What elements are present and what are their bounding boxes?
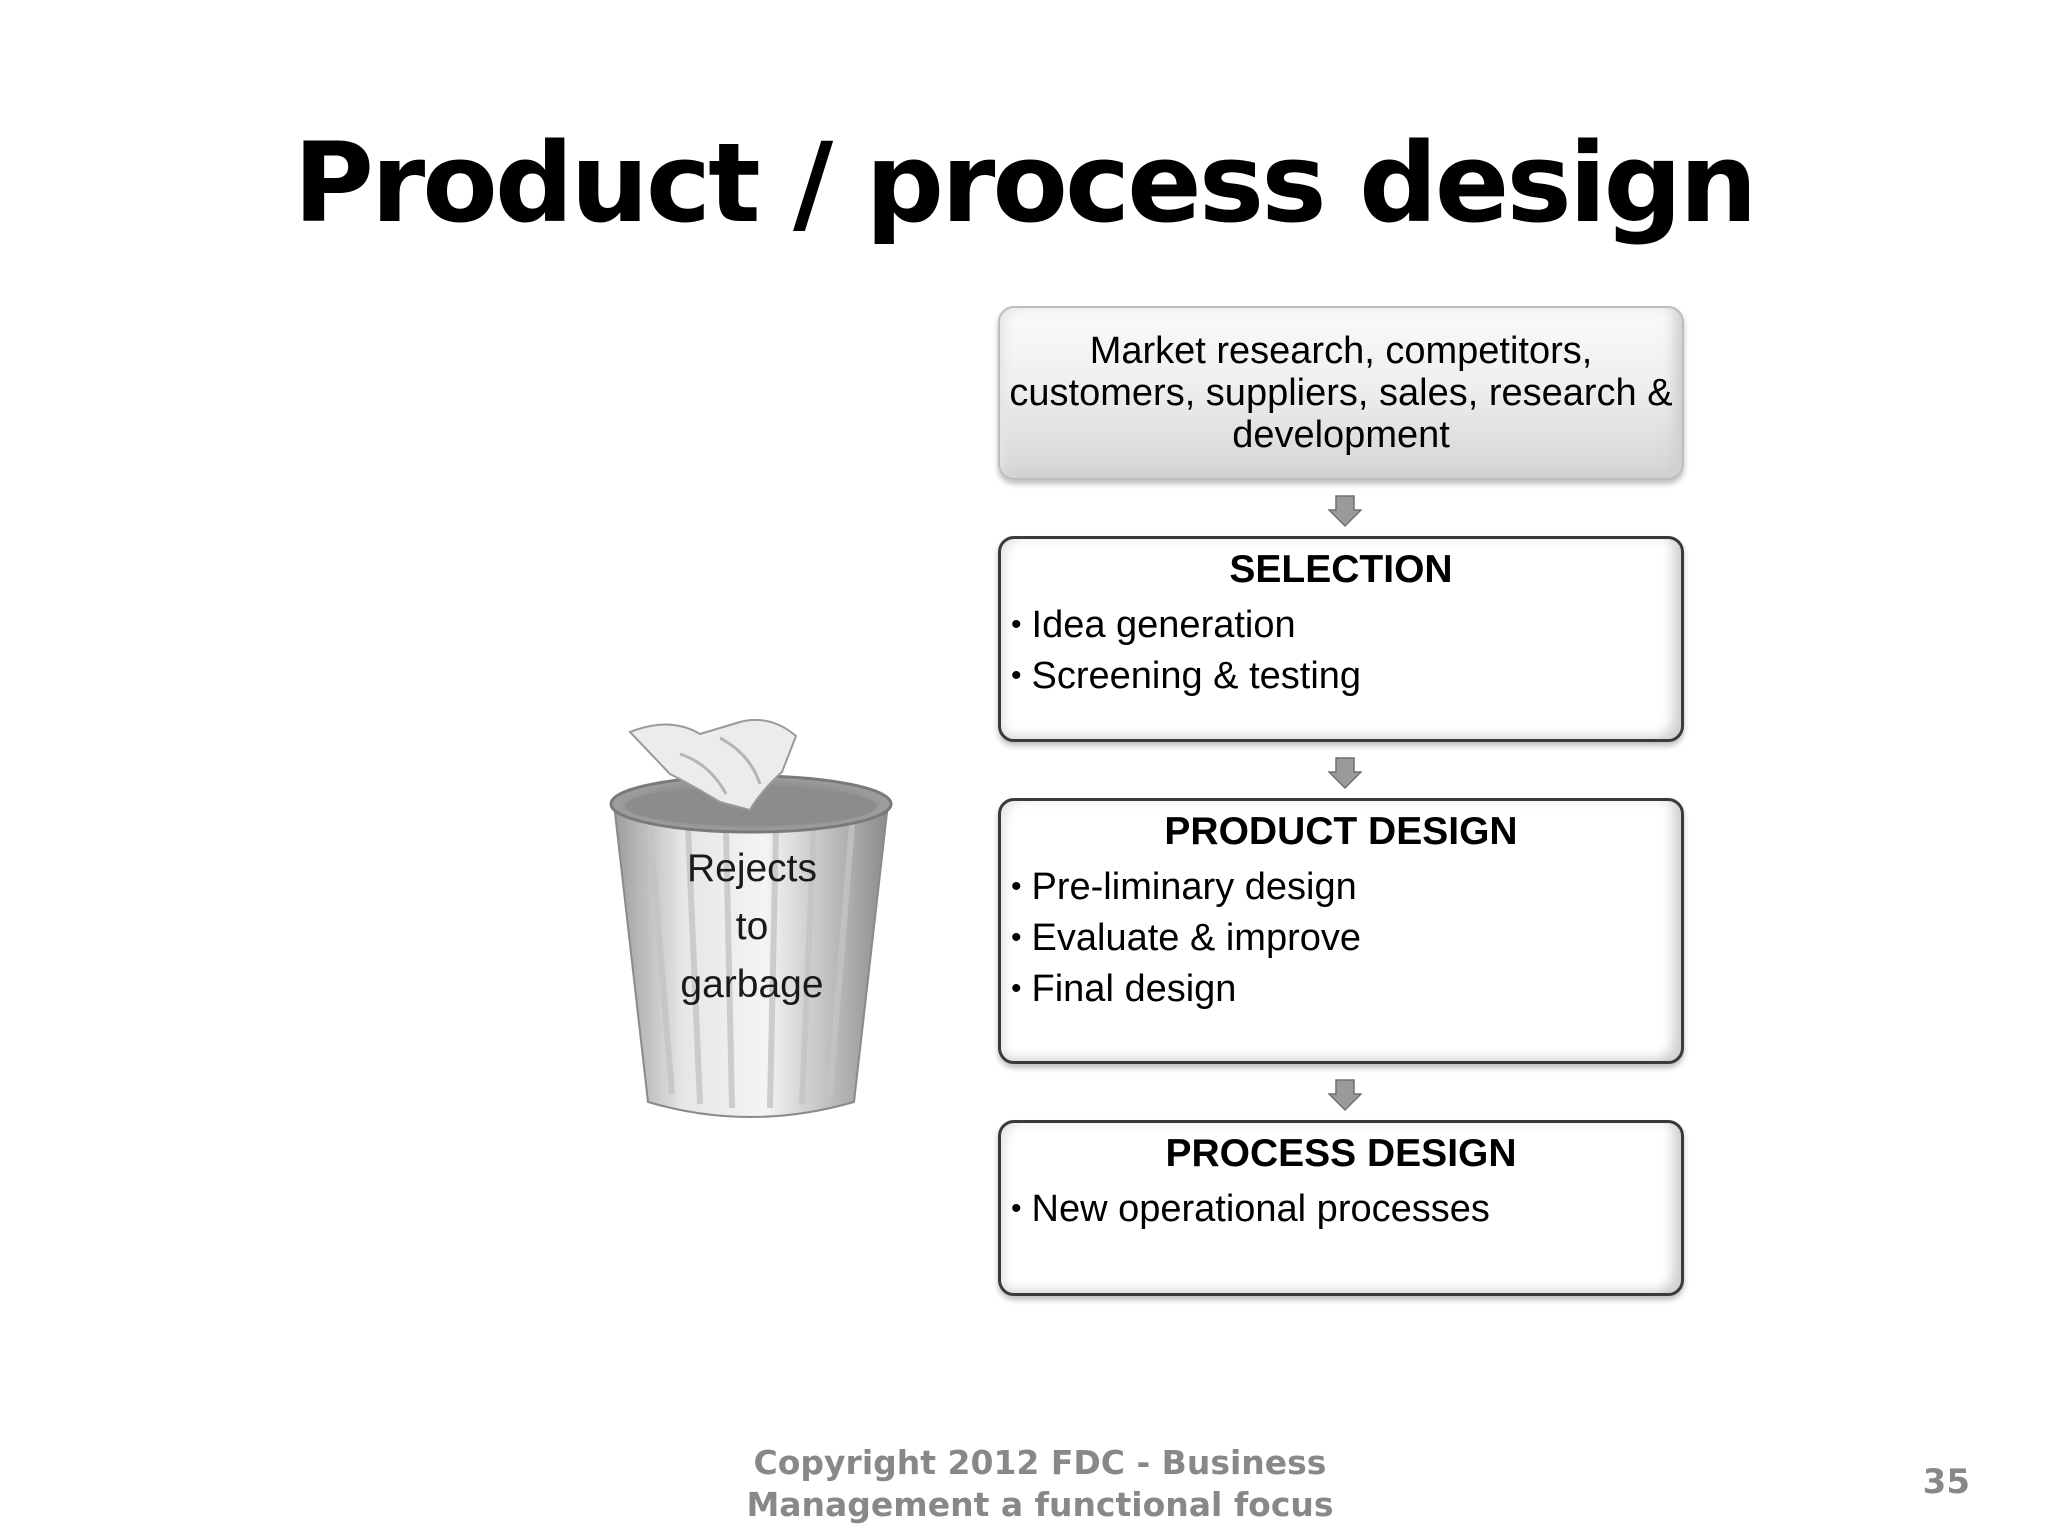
footer-line: Copyright 2012 FDC - Business <box>753 1443 1327 1482</box>
product-design-list: Pre-liminary design Evaluate & improve F… <box>1001 863 1681 1016</box>
trash-bin-label-line: garbage <box>680 963 824 1006</box>
copyright-footer: Copyright 2012 FDC - Business Management… <box>740 1442 1340 1526</box>
trash-bin-label-line: Rejects <box>686 847 818 890</box>
product-design-box: PRODUCT DESIGN Pre-liminary design Evalu… <box>998 798 1684 1064</box>
trash-bin-icon <box>609 718 893 1118</box>
list-item: Evaluate & improve <box>1011 914 1681 965</box>
down-arrow-icon <box>1328 1079 1362 1112</box>
process-design-heading: PROCESS DESIGN <box>1165 1132 1517 1175</box>
list-item: Idea generation <box>1011 601 1681 652</box>
slide-title: Product / process design <box>293 119 1757 247</box>
down-arrow-icon <box>1328 757 1362 790</box>
trash-bin-label: Rejects to garbage <box>640 840 864 1014</box>
list-item: Final design <box>1011 965 1681 1016</box>
selection-heading: SELECTION <box>1229 548 1453 591</box>
list-item: Pre-liminary design <box>1011 863 1681 914</box>
list-item: New operational processes <box>1011 1185 1681 1236</box>
inputs-box-text: Market research, competitors, customers,… <box>1009 330 1673 456</box>
product-design-heading: PRODUCT DESIGN <box>1164 810 1518 853</box>
selection-box: SELECTION Idea generation Screening & te… <box>998 536 1684 742</box>
down-arrow-icon <box>1328 495 1362 528</box>
footer-line: Management a functional focus <box>746 1485 1334 1524</box>
inputs-box: Market research, competitors, customers,… <box>998 306 1684 480</box>
selection-list: Idea generation Screening & testing <box>1001 601 1681 703</box>
process-design-box: PROCESS DESIGN New operational processes <box>998 1120 1684 1296</box>
process-design-list: New operational processes <box>1001 1185 1681 1236</box>
page-number: 35 <box>1922 1462 1970 1502</box>
trash-bin-label-line: to <box>735 905 769 948</box>
list-item: Screening & testing <box>1011 652 1681 703</box>
